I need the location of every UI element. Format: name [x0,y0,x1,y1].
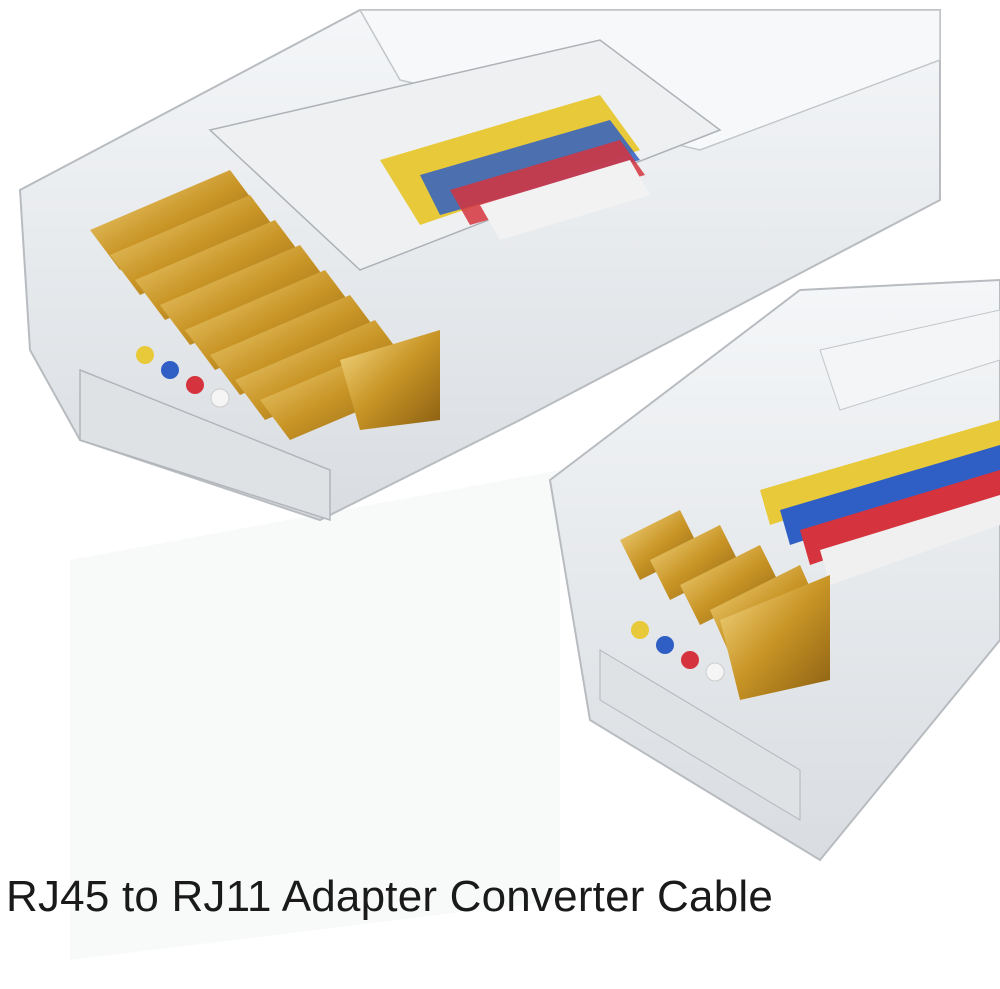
rj11-gold-contacts [620,510,830,700]
rj11-connector [548,278,1000,862]
rj45-gold-contacts [90,170,440,440]
product-caption: RJ45 to RJ11 Adapter Converter Cable [6,872,774,921]
reflection [70,470,560,960]
rj11-wires [760,420,1000,585]
rj45-wires [380,95,650,240]
rj45-connector [18,9,941,522]
